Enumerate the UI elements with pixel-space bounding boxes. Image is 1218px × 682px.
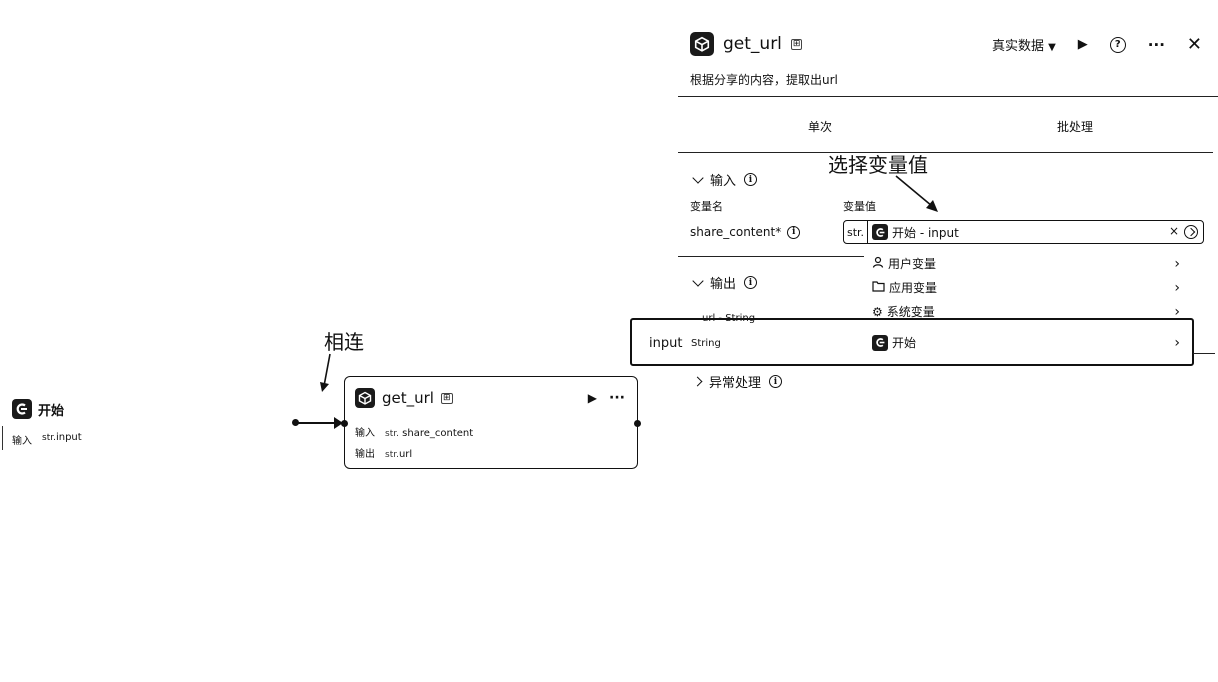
- user-icon: [872, 256, 884, 271]
- play-icon[interactable]: ▶: [587, 391, 598, 405]
- select-type-tag: str.: [844, 221, 868, 243]
- menu-item-label: 用户变量: [888, 257, 937, 271]
- highlight-box: [630, 318, 1194, 366]
- menu-item-label: 应用变量: [889, 281, 938, 295]
- start-node-icon: [872, 334, 888, 351]
- get-url-input-label: 输入: [355, 428, 375, 439]
- input-section-header[interactable]: 输入 i: [692, 170, 758, 189]
- cube-icon: [355, 388, 375, 408]
- start-node-icon: [12, 399, 32, 419]
- menu-item-start[interactable]: 开始 ›: [872, 334, 1186, 351]
- info-icon[interactable]: i: [769, 375, 783, 388]
- input-var-row: share_content* i: [690, 225, 801, 239]
- chevron-down-icon: [692, 171, 704, 184]
- error-section-header[interactable]: 异常处理 i: [692, 372, 783, 391]
- annotation-select: 选择变量值: [828, 153, 928, 177]
- get-url-node[interactable]: get_url ⊞ ▶ ··· 输入 str. share_content 输出…: [341, 376, 641, 469]
- menu-item-system-vars[interactable]: ⚙ 系统变量 ›: [872, 303, 1186, 320]
- highlight-var-type: String: [691, 338, 721, 349]
- input-var-name: share_content*: [690, 225, 782, 239]
- divider: [678, 96, 1218, 97]
- start-node-edge: [2, 426, 3, 450]
- error-section-title: 异常处理: [709, 376, 762, 391]
- start-node-title: 开始: [38, 403, 65, 419]
- start-node-header: 开始: [12, 399, 64, 419]
- caret-down-icon: ▼: [1048, 42, 1056, 53]
- close-icon[interactable]: ✕: [1186, 34, 1202, 55]
- divider: [678, 152, 1213, 153]
- divider: [678, 256, 868, 257]
- more-icon[interactable]: ···: [609, 390, 625, 406]
- start-output-type: str.: [42, 433, 56, 443]
- start-output-name: input: [55, 432, 82, 443]
- chevron-circle-icon[interactable]: [1184, 225, 1198, 239]
- info-icon[interactable]: i: [744, 173, 758, 186]
- get-url-node-title: get_url: [382, 389, 434, 407]
- chevron-right-icon: ›: [1174, 303, 1180, 320]
- get-url-input-name: share_content: [402, 428, 474, 439]
- get-url-output-row: 输出 str.url: [355, 445, 412, 460]
- highlight-var-name[interactable]: input: [649, 336, 683, 351]
- data-mode-label: 真实数据: [991, 39, 1044, 54]
- connector-arrowhead: [334, 417, 343, 429]
- tab-single[interactable]: 单次: [808, 120, 833, 134]
- panel-description: 根据分享的内容，提取出url: [690, 73, 838, 87]
- chevron-down-icon: [692, 274, 704, 287]
- start-node-output-row: 输入 str.input: [12, 432, 82, 447]
- input-section-title: 输入: [710, 174, 737, 189]
- info-icon[interactable]: i: [744, 276, 758, 289]
- get-url-node-header: get_url ⊞: [355, 388, 453, 408]
- output-section-title: 输出: [710, 277, 737, 292]
- chevron-right-icon: ›: [1174, 279, 1180, 296]
- start-output-label: 输入: [12, 436, 32, 447]
- chevron-right-icon: [692, 376, 703, 387]
- select-value-text: 开始 - input: [892, 225, 959, 240]
- output-section-header[interactable]: 输出 i: [692, 273, 758, 292]
- variable-value-select[interactable]: str. 开始 - input ×: [843, 220, 1204, 244]
- help-icon[interactable]: ?: [1109, 36, 1126, 53]
- annotation-select-arrow: [895, 175, 938, 212]
- menu-item-label: 开始: [892, 336, 917, 350]
- menu-item-label: 系统变量: [886, 305, 935, 319]
- plugin-badge-icon: ⊞: [440, 392, 453, 404]
- get-url-input-type: str.: [385, 429, 399, 439]
- get-url-output-label: 输出: [355, 449, 375, 460]
- start-node[interactable]: 开始 输入 str.input: [2, 392, 299, 458]
- start-node-icon: [872, 224, 888, 240]
- connector-line: [298, 422, 336, 424]
- get-url-output-name: url: [398, 449, 413, 460]
- folder-icon: [872, 280, 885, 295]
- get-url-out-port[interactable]: [634, 420, 641, 427]
- menu-item-user-vars[interactable]: 用户变量 ›: [872, 255, 1186, 272]
- start-node-out-port[interactable]: [292, 419, 299, 426]
- chevron-right-icon: ›: [1174, 255, 1180, 272]
- play-icon[interactable]: ▶: [1077, 37, 1088, 52]
- get-url-input-row: 输入 str. share_content: [355, 424, 473, 439]
- gear-icon: ⚙: [872, 304, 883, 319]
- get-url-in-port[interactable]: [341, 420, 348, 427]
- info-icon[interactable]: i: [787, 225, 801, 239]
- annotation-connect: 相连: [324, 330, 364, 354]
- menu-item-app-vars[interactable]: 应用变量 ›: [872, 279, 1186, 296]
- variable-dropdown-menu: 用户变量 › 应用变量 › ⚙ 系统变量 › 开始 ›: [864, 250, 1194, 368]
- cube-icon: [690, 32, 714, 56]
- chevron-right-icon: ›: [1174, 334, 1180, 351]
- data-mode-dropdown[interactable]: 真实数据 ▼: [992, 35, 1056, 54]
- clear-icon[interactable]: ×: [1168, 224, 1179, 238]
- plugin-badge-icon: ⊞: [790, 38, 803, 50]
- get-url-output-type: str.: [385, 450, 399, 460]
- panel-title: get_url: [723, 34, 782, 54]
- panel-header: get_url ⊞: [690, 32, 803, 56]
- divider: [1193, 353, 1215, 354]
- node-detail-panel: get_url ⊞ 真实数据 ▼ ▶ ? ··· ✕ 根据分享的内容，提取出ur…: [678, 20, 1218, 400]
- annotation-connect-arrow: [320, 353, 331, 392]
- col-var-value: 变量值: [843, 200, 876, 213]
- more-icon[interactable]: ···: [1147, 35, 1165, 54]
- tab-batch[interactable]: 批处理: [1057, 120, 1094, 134]
- col-var-name: 变量名: [690, 200, 723, 213]
